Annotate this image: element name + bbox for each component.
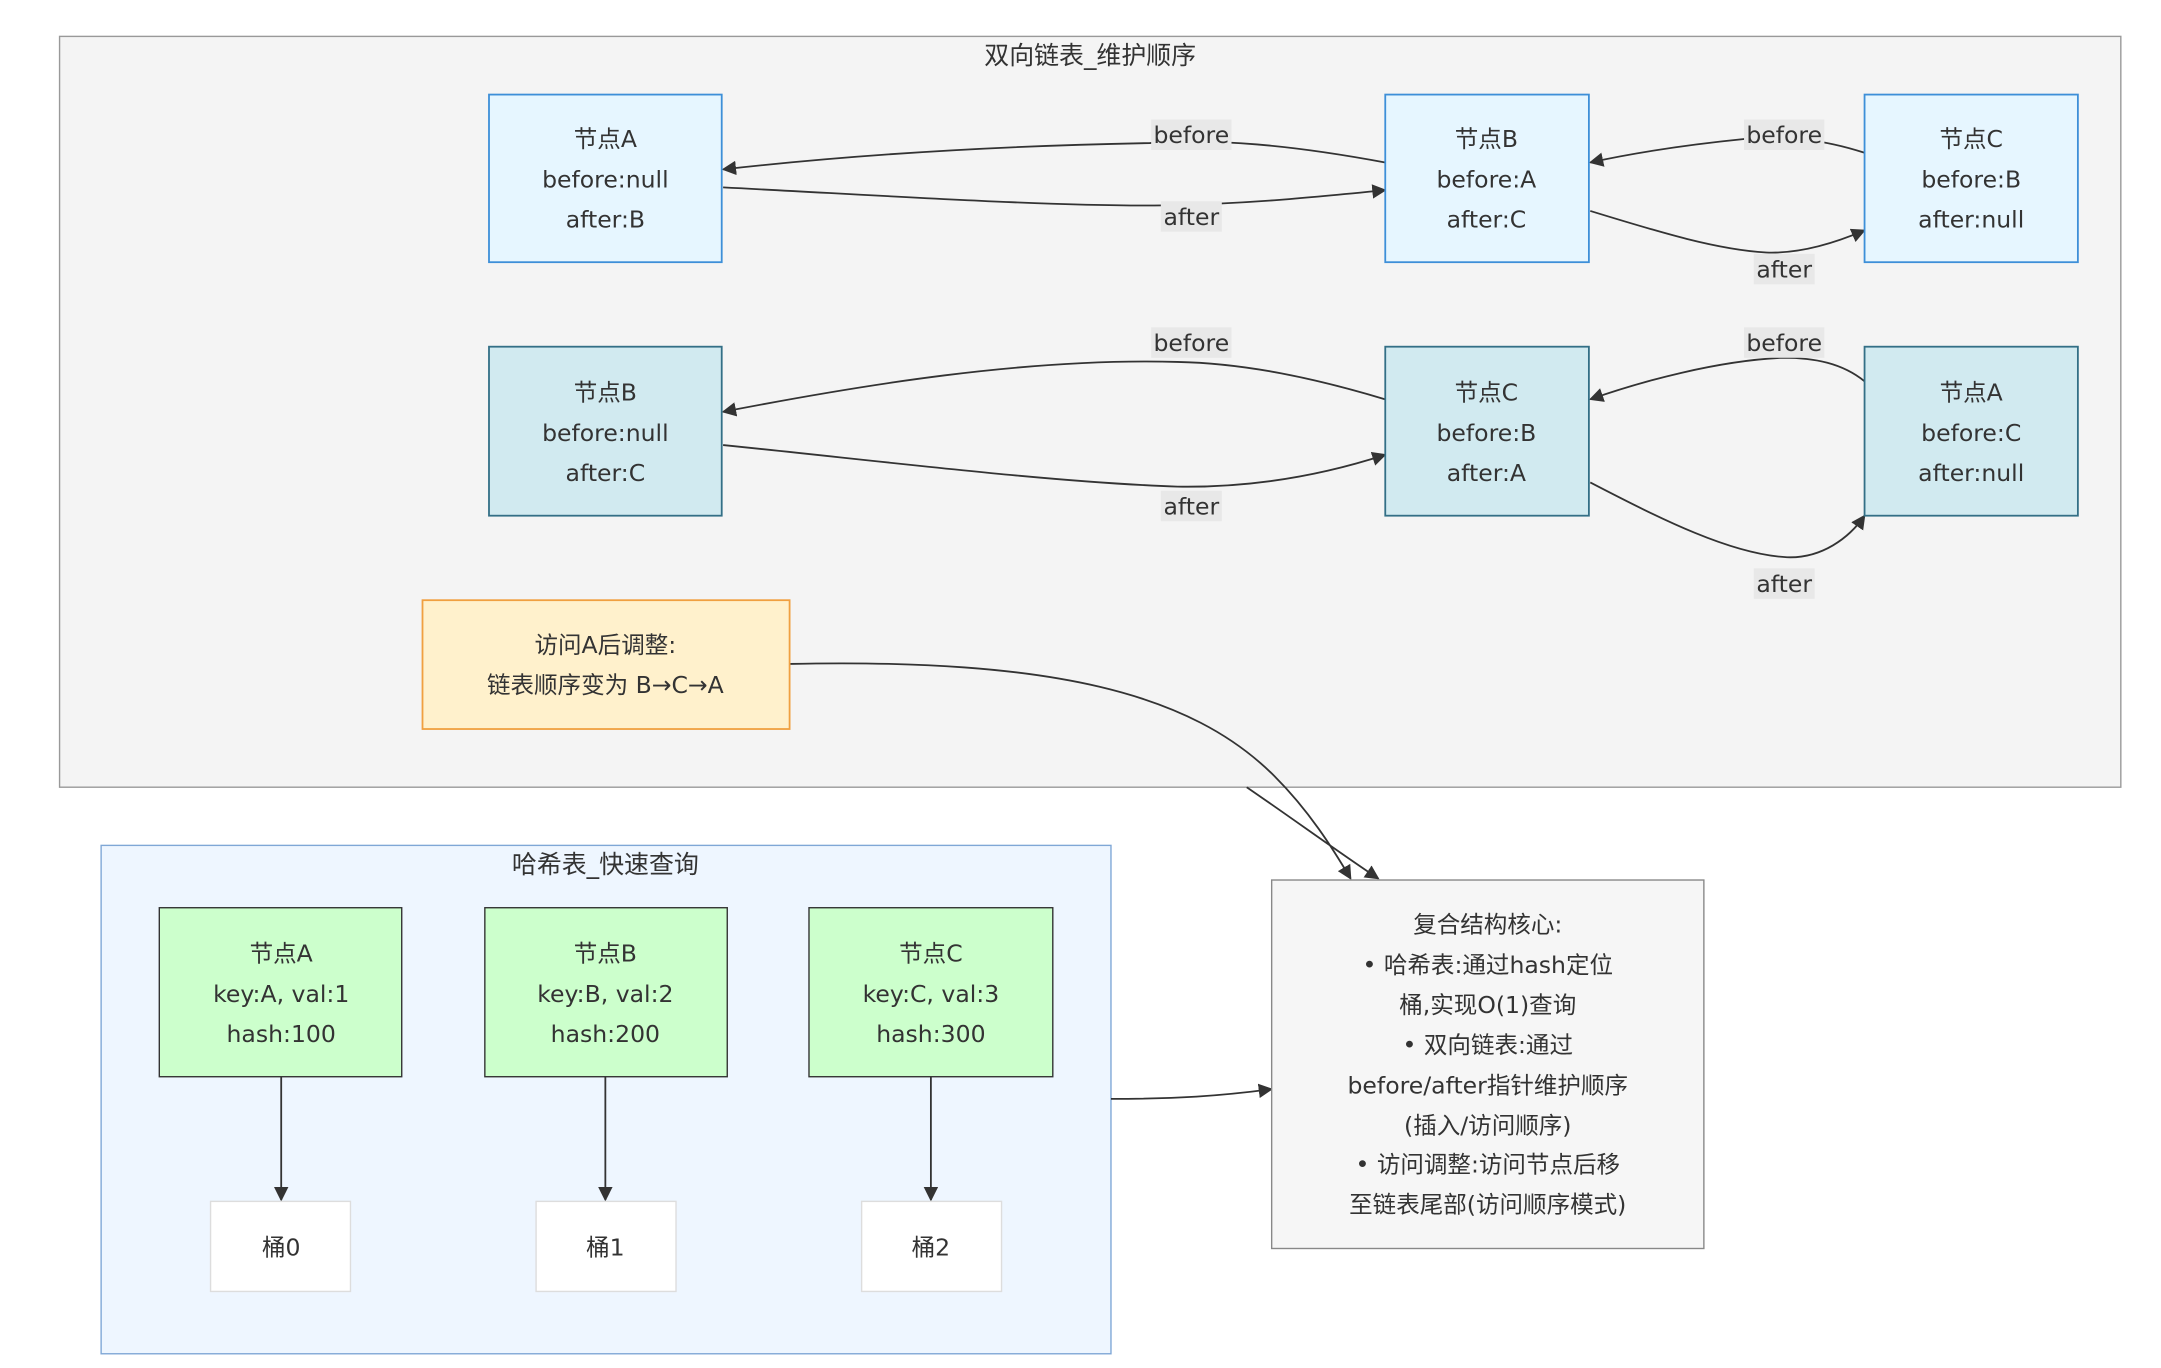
edge-label-after: after [1753, 568, 1815, 599]
edges [274, 137, 1866, 1202]
node-hash: hash:300 [876, 1020, 985, 1048]
node-key-val: key:A, val:1 [213, 980, 349, 1008]
edge-a1-to-b1-after [723, 184, 1387, 207]
node-title: 节点C [1939, 125, 2003, 153]
node-before: before:C [1921, 419, 2021, 447]
node-hash: hash:100 [227, 1020, 336, 1048]
edge-label-after: after [1160, 201, 1222, 232]
bucket-label: 桶1 [586, 1233, 625, 1261]
svg-text:after: after [1163, 203, 1219, 231]
edge-b1-to-c1-after [1590, 210, 1866, 254]
edge-a2-to-c2-before [1588, 356, 1866, 402]
linked-node-before-c: 节点C before:B after:null [1863, 93, 2079, 264]
edge-b1-to-a1-before [721, 140, 1386, 176]
adjust-note-line: 链表顺序变为 B→C→A [487, 671, 724, 699]
node-title: 节点B [574, 379, 637, 407]
edge-labels: before after before after before after b… [1151, 119, 1825, 599]
bucket-2: 桶2 [860, 1200, 1003, 1293]
node-before: before:null [542, 419, 669, 447]
svg-text:before: before [1746, 329, 1822, 357]
edge-hash-cluster-to-core [1110, 1083, 1274, 1100]
linked-node-before-b: 节点B before:A after:C [1384, 93, 1590, 264]
core-note-line: • 访问调整:访问节点后移 [1355, 1150, 1620, 1178]
node-title: 节点B [574, 940, 637, 968]
node-before: before:B [1921, 165, 2021, 193]
edge-c2-to-b2-before [721, 360, 1386, 417]
edge-c2-to-a2-after [1589, 481, 1866, 559]
hash-node-a: 节点A key:A, val:1 hash:100 [158, 907, 403, 1078]
edge-label-before: before [1151, 119, 1232, 150]
bucket-label: 桶2 [912, 1233, 951, 1261]
node-title: 节点C [899, 940, 963, 968]
edge-b2-to-c2-after [723, 444, 1387, 488]
bucket-1: 桶1 [535, 1200, 677, 1293]
hash-node-b: 节点B key:B, val:2 hash:200 [484, 907, 728, 1078]
node-before: before:B [1436, 419, 1536, 447]
svg-text:after: after [1756, 255, 1812, 283]
adjust-note: 访问A后调整: 链表顺序变为 B→C→A [421, 599, 791, 730]
linked-node-after-a: 节点A before:C after:null [1863, 345, 2079, 517]
node-hash: hash:200 [551, 1020, 660, 1048]
node-after: after:A [1447, 459, 1526, 487]
edge-label-after: after [1753, 253, 1815, 285]
node-after: after:null [1918, 206, 2024, 234]
node-after: after:C [1447, 206, 1527, 234]
core-note-line: 至链表尾部(访问顺序模式) [1349, 1190, 1626, 1218]
node-title: 节点A [1940, 379, 2003, 407]
edge-adjust-to-core [789, 662, 1352, 880]
svg-text:after: after [1163, 492, 1219, 520]
bucket-label: 桶0 [262, 1233, 301, 1261]
core-note: 复合结构核心: • 哈希表:通过hash定位 桶,实现O(1)查询 • 双向链表… [1270, 879, 1705, 1250]
adjust-note-line: 访问A后调整: [535, 631, 677, 659]
node-after: after:null [1918, 459, 2024, 487]
core-note-line: 桶,实现O(1)查询 [1399, 991, 1576, 1019]
svg-text:after: after [1756, 570, 1812, 598]
node-before: before:null [542, 165, 669, 193]
node-key-val: key:B, val:2 [537, 980, 673, 1008]
linked-list-cluster: 双向链表_维护顺序 [58, 35, 2122, 788]
core-note-line: • 双向链表:通过 [1403, 1031, 1573, 1059]
bucket-0: 桶0 [209, 1200, 352, 1293]
edge-label-before: before [1151, 327, 1232, 358]
core-note-line: (插入/访问顺序) [1404, 1112, 1571, 1140]
hash-node-c: 节点C key:C, val:3 hash:300 [808, 907, 1054, 1078]
node-title: 节点C [1455, 379, 1519, 407]
linked-node-before-a: 节点A before:null after:B [488, 93, 723, 264]
edge-label-after: after [1160, 490, 1222, 522]
node-before: before:A [1436, 165, 1536, 193]
node-title: 节点A [250, 940, 313, 968]
node-title: 节点B [1455, 125, 1518, 153]
edge-label-before: before [1744, 119, 1825, 150]
core-note-line: • 哈希表:通过hash定位 [1363, 951, 1614, 979]
hash-table-cluster-title: 哈希表_快速查询 [512, 850, 699, 879]
edge-label-before: before [1744, 327, 1825, 358]
edge-linked-cluster-to-core [1246, 786, 1380, 880]
svg-text:before: before [1746, 121, 1822, 149]
core-note-line: before/after指针维护顺序 [1348, 1071, 1629, 1099]
linked-node-after-b: 节点B before:null after:C [488, 345, 723, 517]
node-after: after:B [566, 206, 645, 234]
linked-list-cluster-title: 双向链表_维护顺序 [984, 41, 1196, 70]
node-after: after:C [566, 459, 646, 487]
core-note-line: 复合结构核心: [1413, 911, 1562, 939]
svg-text:before: before [1153, 329, 1229, 357]
node-title: 节点A [574, 125, 637, 153]
linked-node-after-c: 节点C before:B after:A [1384, 345, 1590, 517]
node-key-val: key:C, val:3 [863, 980, 1000, 1008]
svg-text:before: before [1153, 121, 1229, 149]
